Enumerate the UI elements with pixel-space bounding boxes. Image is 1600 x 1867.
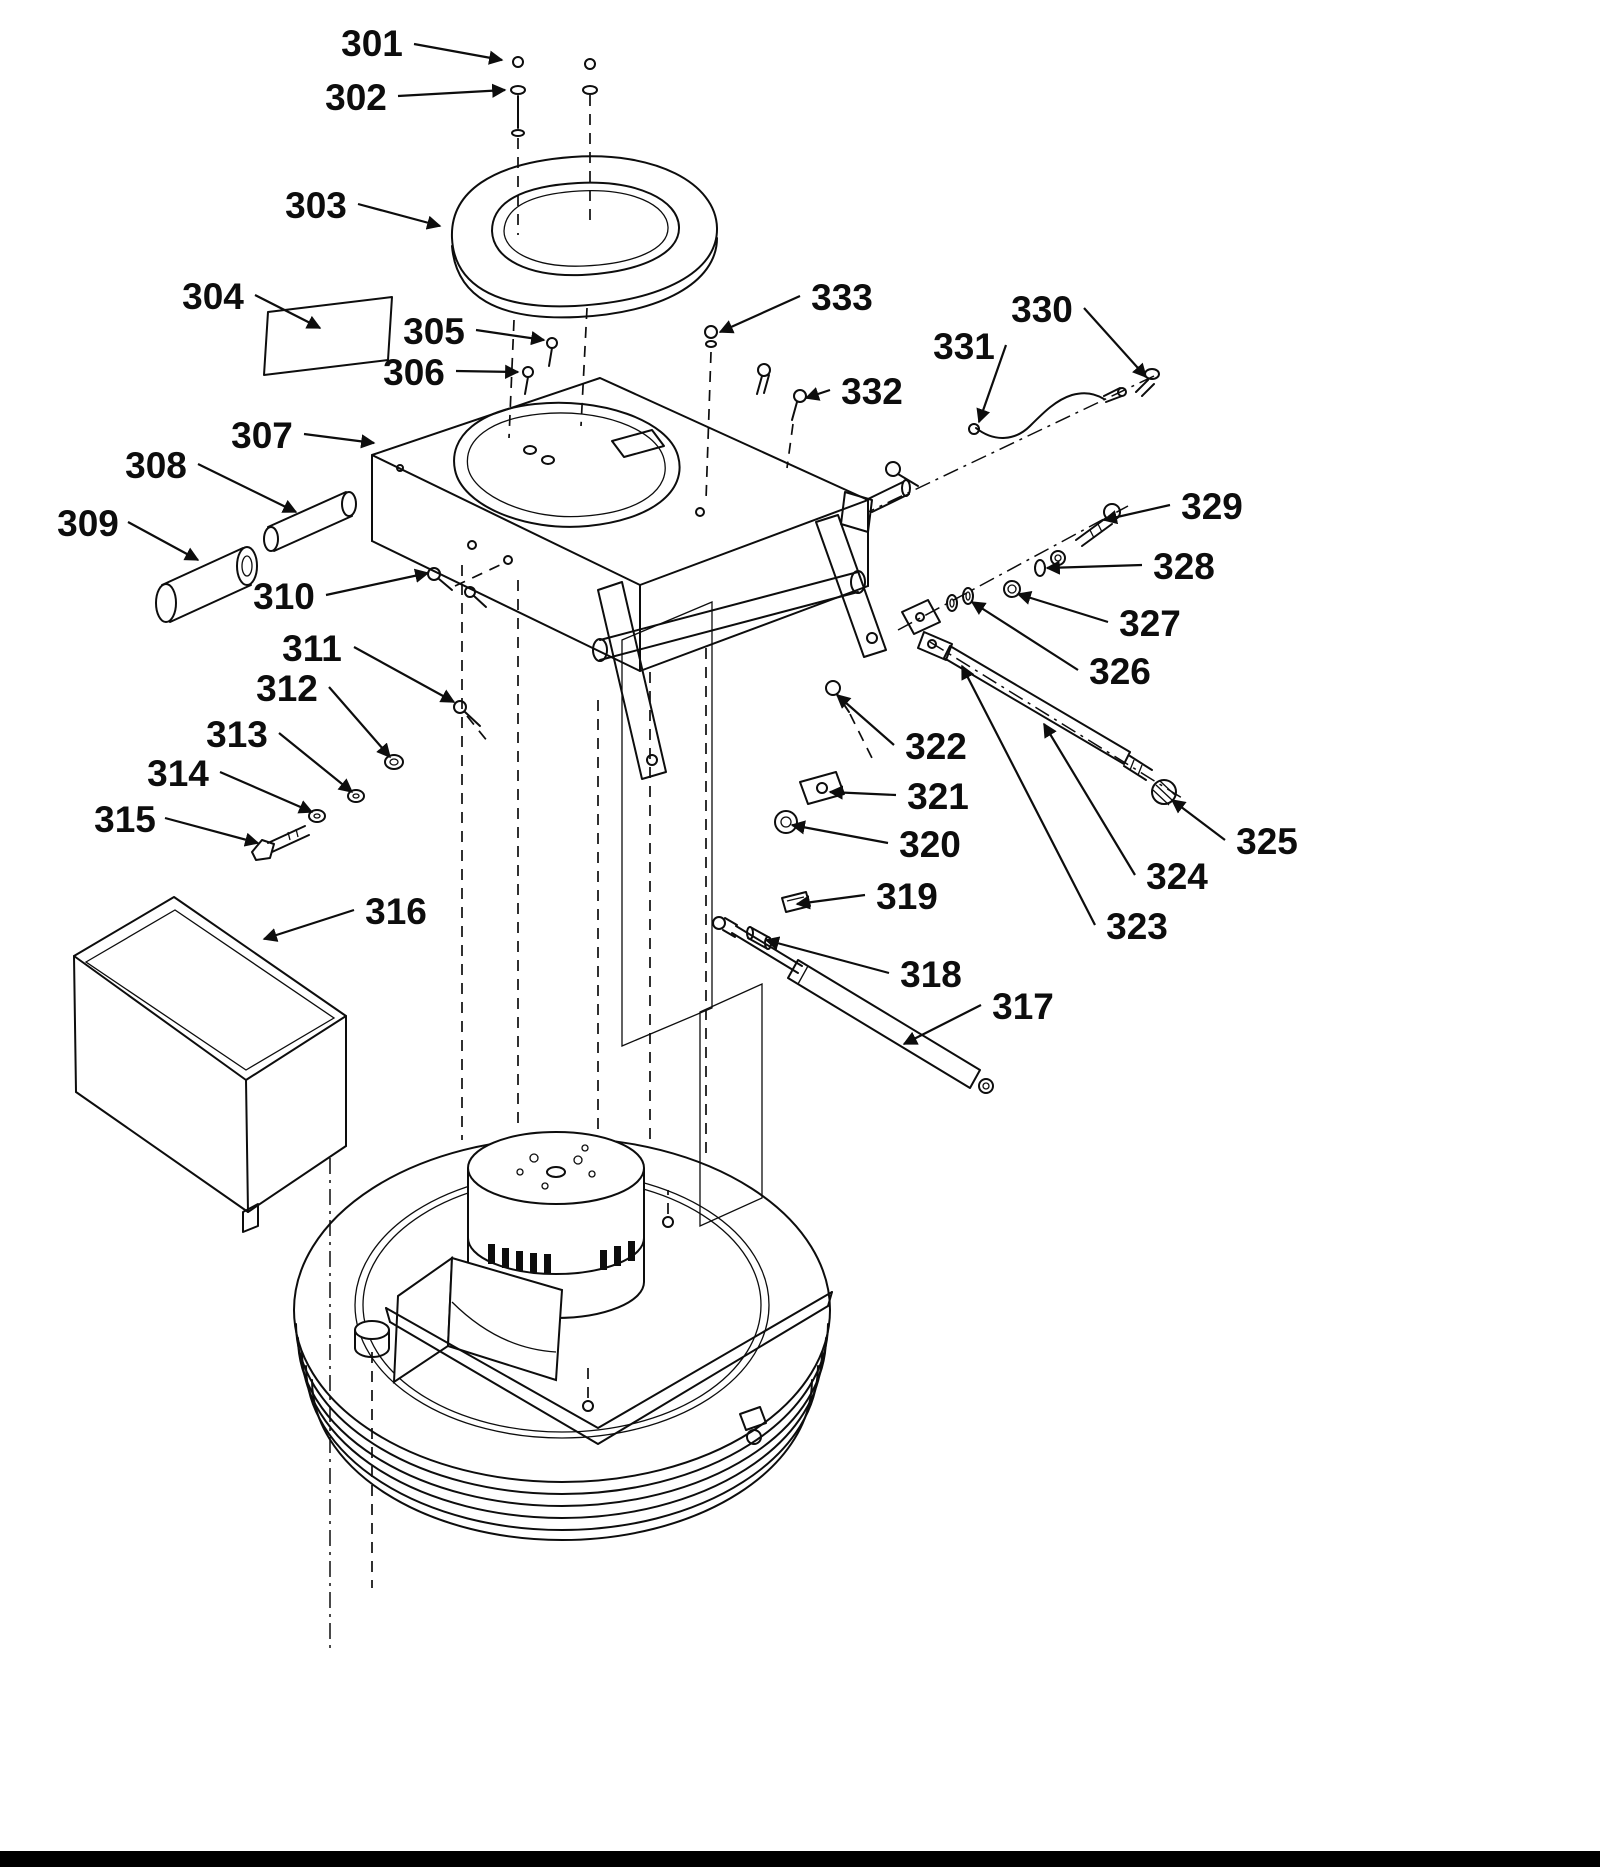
leader-line-314 <box>219 770 314 814</box>
leader-line-313 <box>278 732 354 793</box>
part-label-313: 313 <box>206 714 268 755</box>
part-label-323: 323 <box>1106 906 1168 947</box>
leader-line-319 <box>795 893 866 910</box>
leader-line-312 <box>328 686 391 759</box>
part-label-303: 303 <box>285 185 347 226</box>
part-label-330: 330 <box>1011 289 1073 330</box>
leader-line-320 <box>790 820 889 845</box>
leader-line-332 <box>804 387 831 401</box>
part-label-305: 305 <box>403 311 465 352</box>
handle-grip <box>155 546 258 623</box>
part-label-318: 318 <box>900 954 962 995</box>
part-label-320: 320 <box>899 824 961 865</box>
cable-assembly <box>968 387 1127 439</box>
gas-spring <box>712 916 994 1094</box>
housing-screw-333 <box>704 325 718 348</box>
leader-line-326 <box>970 601 1079 671</box>
part-label-322: 322 <box>905 726 967 767</box>
adjusting-rod <box>917 631 1177 806</box>
main-housing <box>371 377 919 780</box>
part-label-331: 331 <box>933 326 995 367</box>
seat-screws-top <box>510 56 598 137</box>
leader-line-308 <box>197 463 298 513</box>
leader-line-323 <box>961 664 1096 926</box>
part-label-312: 312 <box>256 668 318 709</box>
page-edge-bar <box>0 1851 1600 1867</box>
leader-line-330 <box>1083 307 1147 379</box>
part-label-314: 314 <box>147 753 209 794</box>
part-label-326: 326 <box>1089 651 1151 692</box>
part-label-316: 316 <box>365 891 427 932</box>
part-label-309: 309 <box>57 503 119 544</box>
part-label-301: 301 <box>341 23 403 64</box>
leader-line-310 <box>325 568 430 597</box>
name-plate <box>263 296 393 376</box>
seat-hinge-screws <box>522 337 558 465</box>
part-label-329: 329 <box>1181 486 1243 527</box>
leader-line-324 <box>1043 722 1136 876</box>
leader-line-317 <box>902 1004 982 1045</box>
pivot-bracket <box>799 771 845 805</box>
leader-line-321 <box>828 785 897 800</box>
leader-line-325 <box>1170 799 1226 841</box>
leader-line-333 <box>718 294 801 334</box>
part-label-319: 319 <box>876 876 938 917</box>
part-label-315: 315 <box>94 799 156 840</box>
handle-tube <box>263 491 357 552</box>
leader-line-318 <box>764 936 890 975</box>
part-label-324: 324 <box>1146 856 1208 897</box>
housing-bolts-332 <box>756 363 807 421</box>
leader-line-329 <box>1102 503 1171 525</box>
part-label-325: 325 <box>1236 821 1298 862</box>
leader-line-301 <box>413 42 504 65</box>
leader-line-303 <box>357 202 442 230</box>
left-fasteners <box>251 564 501 861</box>
leader-line-327 <box>1016 590 1109 624</box>
part-label-310: 310 <box>253 576 315 617</box>
leader-line-305 <box>475 328 546 346</box>
cover-box <box>73 896 347 1233</box>
leader-line-316 <box>262 908 355 942</box>
rod-clevis-hardware <box>901 503 1121 635</box>
leader-line-315 <box>164 816 260 847</box>
part-label-311: 311 <box>282 628 342 669</box>
leader-line-328 <box>1045 560 1143 575</box>
leader-line-307 <box>303 432 376 449</box>
leader-line-306 <box>455 364 520 379</box>
leader-line-322 <box>835 694 895 746</box>
leader-line-331 <box>976 344 1008 424</box>
part-label-321: 321 <box>907 776 969 817</box>
part-label-302: 302 <box>325 77 387 118</box>
part-label-332: 332 <box>841 371 903 412</box>
part-label-308: 308 <box>125 445 187 486</box>
leader-line-302 <box>397 83 507 98</box>
seat-cover <box>450 155 719 319</box>
projection-lines <box>329 95 1183 1652</box>
part-label-328: 328 <box>1153 546 1215 587</box>
part-labels-layer: 3013023033043053063073083093103113123133… <box>57 23 1298 1045</box>
part-label-304: 304 <box>182 276 244 317</box>
part-label-317: 317 <box>992 986 1054 1027</box>
leader-line-309 <box>127 521 200 561</box>
leader-line-311 <box>353 646 456 703</box>
part-label-307: 307 <box>231 415 293 456</box>
part-label-306: 306 <box>383 352 445 393</box>
clamp-ring <box>774 810 798 834</box>
leader-line-304 <box>254 294 322 329</box>
base-assembly <box>293 1131 833 1541</box>
part-label-327: 327 <box>1119 603 1181 644</box>
part-label-333: 333 <box>811 277 873 318</box>
